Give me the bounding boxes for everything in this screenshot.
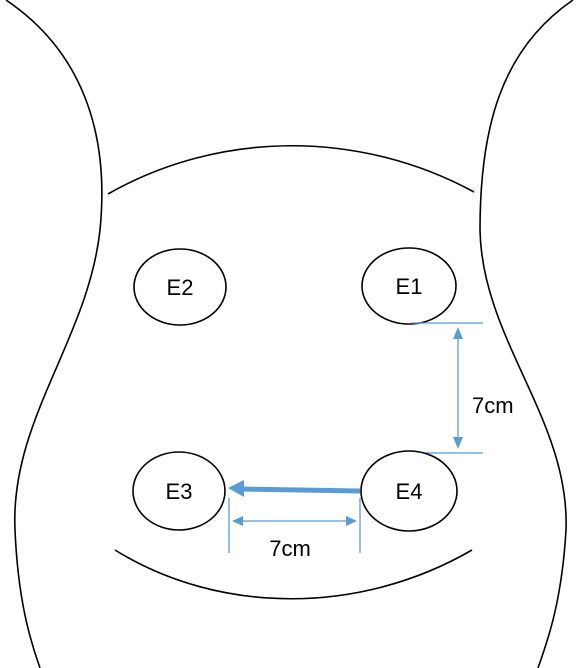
torso-right-outline (480, 0, 573, 668)
torso-left-outline (6, 0, 102, 668)
vertical-dimension: 7cm (411, 323, 514, 453)
electrode-e2: E2 (134, 249, 226, 325)
horizontal-dimension: 7cm (229, 498, 360, 561)
electrode-e3: E3 (133, 452, 225, 530)
electrode-e3-label: E3 (166, 479, 193, 504)
electrode-e2-label: E2 (167, 275, 194, 300)
electrode-e1-label: E1 (396, 274, 423, 299)
horizontal-dimension-label: 7cm (269, 536, 311, 561)
vertical-dimension-label: 7cm (472, 393, 514, 418)
electrode-e1: E1 (362, 248, 456, 324)
electrode-e4-label: E4 (396, 479, 423, 504)
e4-to-e3-arrow (228, 480, 360, 497)
electrode-e4: E4 (361, 451, 457, 531)
rib-cage-curve (108, 146, 474, 194)
